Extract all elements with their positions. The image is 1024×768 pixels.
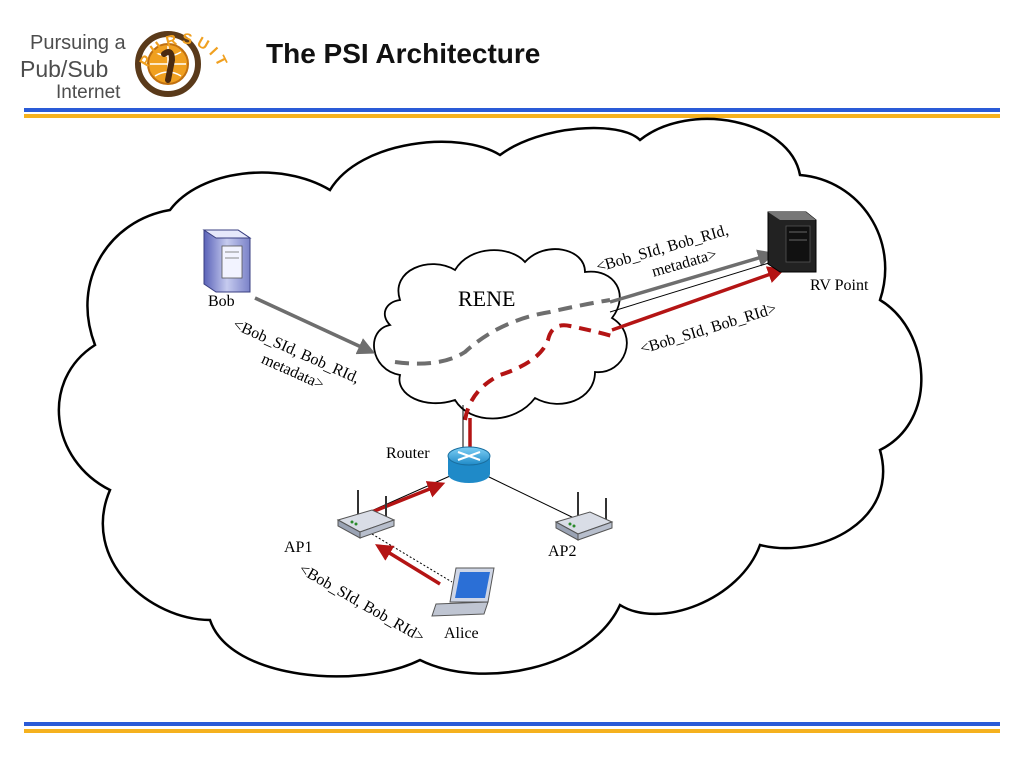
page-title: The PSI Architecture xyxy=(266,38,541,69)
ap1-label: AP1 xyxy=(284,539,312,556)
router-icon xyxy=(447,446,491,483)
alice-laptop-icon xyxy=(431,567,495,617)
ap2-label: AP2 xyxy=(548,543,576,560)
bob-label: Bob xyxy=(208,293,235,310)
top-blue-rule xyxy=(24,108,1000,112)
router-ap2-link xyxy=(486,475,579,521)
rv-server-icon xyxy=(767,211,817,273)
rene-label: RENE xyxy=(458,286,515,311)
publish-dashed-path xyxy=(394,298,611,366)
top-gold-rule xyxy=(24,114,1000,118)
rene-cloud xyxy=(373,248,628,420)
alice-label: Alice xyxy=(444,625,479,642)
alice-to-ap1-arrow xyxy=(375,544,441,586)
bob-server-icon xyxy=(202,229,252,293)
bottom-gold-rule xyxy=(24,729,1000,733)
logo-text-line1: Pursuing a xyxy=(30,32,126,54)
bottom-blue-rule xyxy=(24,722,1000,726)
alice-ap1-wireless xyxy=(371,533,453,583)
router-label: Router xyxy=(386,445,430,462)
ap1-access-point-icon xyxy=(336,490,396,539)
rv-point-label: RV Point xyxy=(810,277,869,294)
ap1-to-router-arrow xyxy=(371,481,446,514)
ap2-access-point-icon xyxy=(554,492,614,541)
logo-text-line2: Pub/Sub xyxy=(20,56,109,82)
bob-publish-arrow xyxy=(254,296,376,355)
subscribe-dashed-path xyxy=(463,323,613,421)
rene-to-rv-publish-arrow xyxy=(609,249,776,304)
rene-to-rv-subscribe-arrow xyxy=(611,266,786,332)
rene-rv-link xyxy=(609,261,773,313)
logo-text-line3: Internet xyxy=(56,82,121,103)
